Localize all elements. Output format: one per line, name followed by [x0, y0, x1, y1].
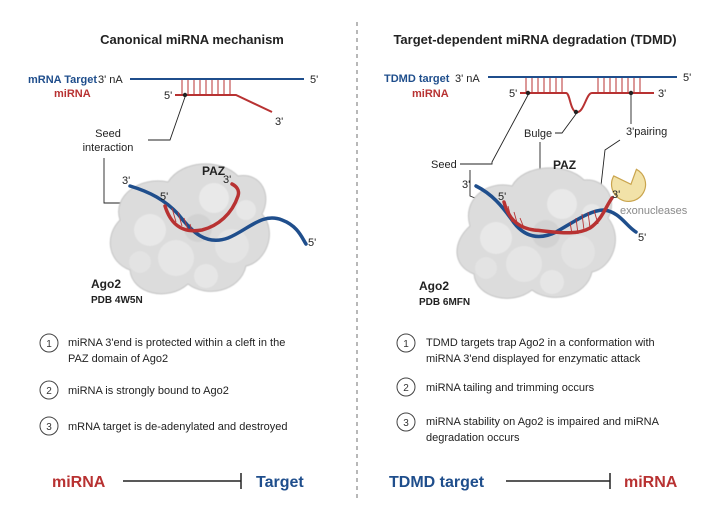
- left-ago2-label: Ago2: [91, 277, 121, 291]
- svg-text:1: 1: [46, 339, 52, 350]
- left-ribbon-3-end-mrna: 3': [122, 175, 130, 187]
- right-step-3: 3 miRNA stability on Ago2 is impaired an…: [396, 412, 660, 444]
- left-base-pairs: [181, 80, 231, 95]
- left-mrna-label: mRNA Target: [28, 74, 97, 86]
- right-pairing-label: 3'pairing: [626, 126, 667, 138]
- left-ribbon-5-end-mirna: 5': [160, 191, 168, 203]
- right-bottom-mirna: miRNA: [624, 474, 678, 491]
- left-step-1: 1 miRNA 3'end is protected within a clef…: [39, 333, 285, 365]
- right-mirna-ribbon: [502, 196, 614, 235]
- left-bottom-mirna: miRNA: [52, 474, 106, 491]
- left-seed-label: Seed: [95, 128, 121, 140]
- right-ago2-label: Ago2: [419, 279, 449, 293]
- right-bulge-leader: [555, 113, 577, 134]
- left-seed-label-line2: interaction: [83, 142, 134, 154]
- left-title: Canonical miRNA mechanism: [100, 32, 284, 47]
- right-exonucleases-label: exonucleases: [620, 205, 688, 217]
- right-ribbon-5-end-mirna: 5': [498, 191, 506, 203]
- right-seed-dot: [525, 90, 531, 96]
- left-bottom-target: Target: [256, 474, 304, 491]
- right-step-2: 2 miRNA tailing and trimming occurs: [396, 377, 595, 397]
- right-ribbon-5-end-mrna: 5': [638, 232, 646, 244]
- left-mirna-3-end: 3': [275, 116, 283, 128]
- right-tdmd-label: TDMD target: [384, 73, 450, 85]
- left-paz-label: PAZ: [202, 164, 225, 178]
- right-ribbon-3-end-mirna: 3': [612, 189, 620, 201]
- svg-text:degradation occurs: degradation occurs: [426, 432, 520, 444]
- left-seed-dot: [182, 92, 188, 98]
- right-tdmd-3-end: 3' nA: [455, 73, 480, 85]
- right-seed-label: Seed: [431, 159, 457, 171]
- svg-text:TDMD targets trap Ago2 in a co: TDMD targets trap Ago2 in a conformation…: [426, 337, 655, 349]
- right-paz-label: PAZ: [553, 158, 576, 172]
- svg-text:PAZ domain of Ago2: PAZ domain of Ago2: [68, 353, 168, 365]
- left-mirna-5-end: 5': [164, 90, 172, 102]
- right-bulge-dot: [573, 109, 579, 115]
- right-mirna-5-end: 5': [509, 88, 517, 100]
- svg-text:1: 1: [403, 339, 409, 350]
- left-mrna-3-end: 3' nA: [98, 74, 123, 86]
- left-mrna-5-end: 5': [310, 74, 318, 86]
- right-mirna-3-end: 3': [658, 88, 666, 100]
- right-step-1: 1 TDMD targets trap Ago2 in a conformati…: [396, 333, 655, 365]
- left-mirna-ribbon: [163, 182, 241, 233]
- right-ribbon-pairs: [507, 205, 599, 235]
- right-mirna-strand: [520, 92, 654, 114]
- right-title: Target-dependent miRNA degradation (TDMD…: [393, 32, 676, 47]
- left-ribbon-pairs: [171, 207, 193, 233]
- svg-text:miRNA stability on Ago2 is imp: miRNA stability on Ago2 is impaired and …: [426, 416, 660, 428]
- right-ribbon-3-end-mrna: 3': [462, 179, 470, 191]
- right-pdb-label: PDB 6MFN: [419, 297, 470, 308]
- right-exonuclease-icon: [610, 168, 647, 202]
- svg-text:mRNA target is de-adenylated a: mRNA target is de-adenylated and destroy…: [68, 421, 288, 433]
- left-ribbon-3-end-mirna: 3': [223, 174, 231, 186]
- svg-text:2: 2: [403, 383, 409, 394]
- right-base-pairs-seed: [525, 78, 563, 93]
- right-pairing-dot: [628, 90, 634, 96]
- left-mirna-label: miRNA: [54, 88, 91, 100]
- right-base-pairs-3prime: [597, 78, 641, 93]
- svg-text:3: 3: [46, 422, 52, 433]
- right-seed-leader: [460, 94, 529, 165]
- svg-text:miRNA 3'end displayed for enzy: miRNA 3'end displayed for enzymatic atta…: [426, 353, 641, 365]
- left-mirna-strand: [175, 94, 273, 113]
- left-step-2: 2 miRNA is strongly bound to Ago2: [39, 380, 229, 400]
- right-mirna-label: miRNA: [412, 88, 449, 100]
- svg-text:miRNA 3'end is protected withi: miRNA 3'end is protected within a cleft …: [68, 337, 285, 349]
- left-step-3: 3 mRNA target is de-adenylated and destr…: [39, 416, 288, 436]
- right-tdmd-5-end: 5': [683, 72, 691, 84]
- right-bottom-tdmd-target: TDMD target: [389, 474, 485, 491]
- right-bulge-label: Bulge: [524, 128, 552, 140]
- left-seed-leader: [148, 96, 186, 141]
- left-pdb-label: PDB 4W5N: [91, 295, 143, 306]
- svg-text:miRNA tailing and trimming occ: miRNA tailing and trimming occurs: [426, 382, 595, 394]
- svg-text:3: 3: [403, 418, 409, 429]
- svg-text:2: 2: [46, 386, 52, 397]
- left-mrna-ribbon: [128, 184, 308, 246]
- left-ribbon-5-end-mrna: 5': [308, 237, 316, 249]
- svg-text:miRNA is strongly bound to Ago: miRNA is strongly bound to Ago2: [68, 385, 229, 397]
